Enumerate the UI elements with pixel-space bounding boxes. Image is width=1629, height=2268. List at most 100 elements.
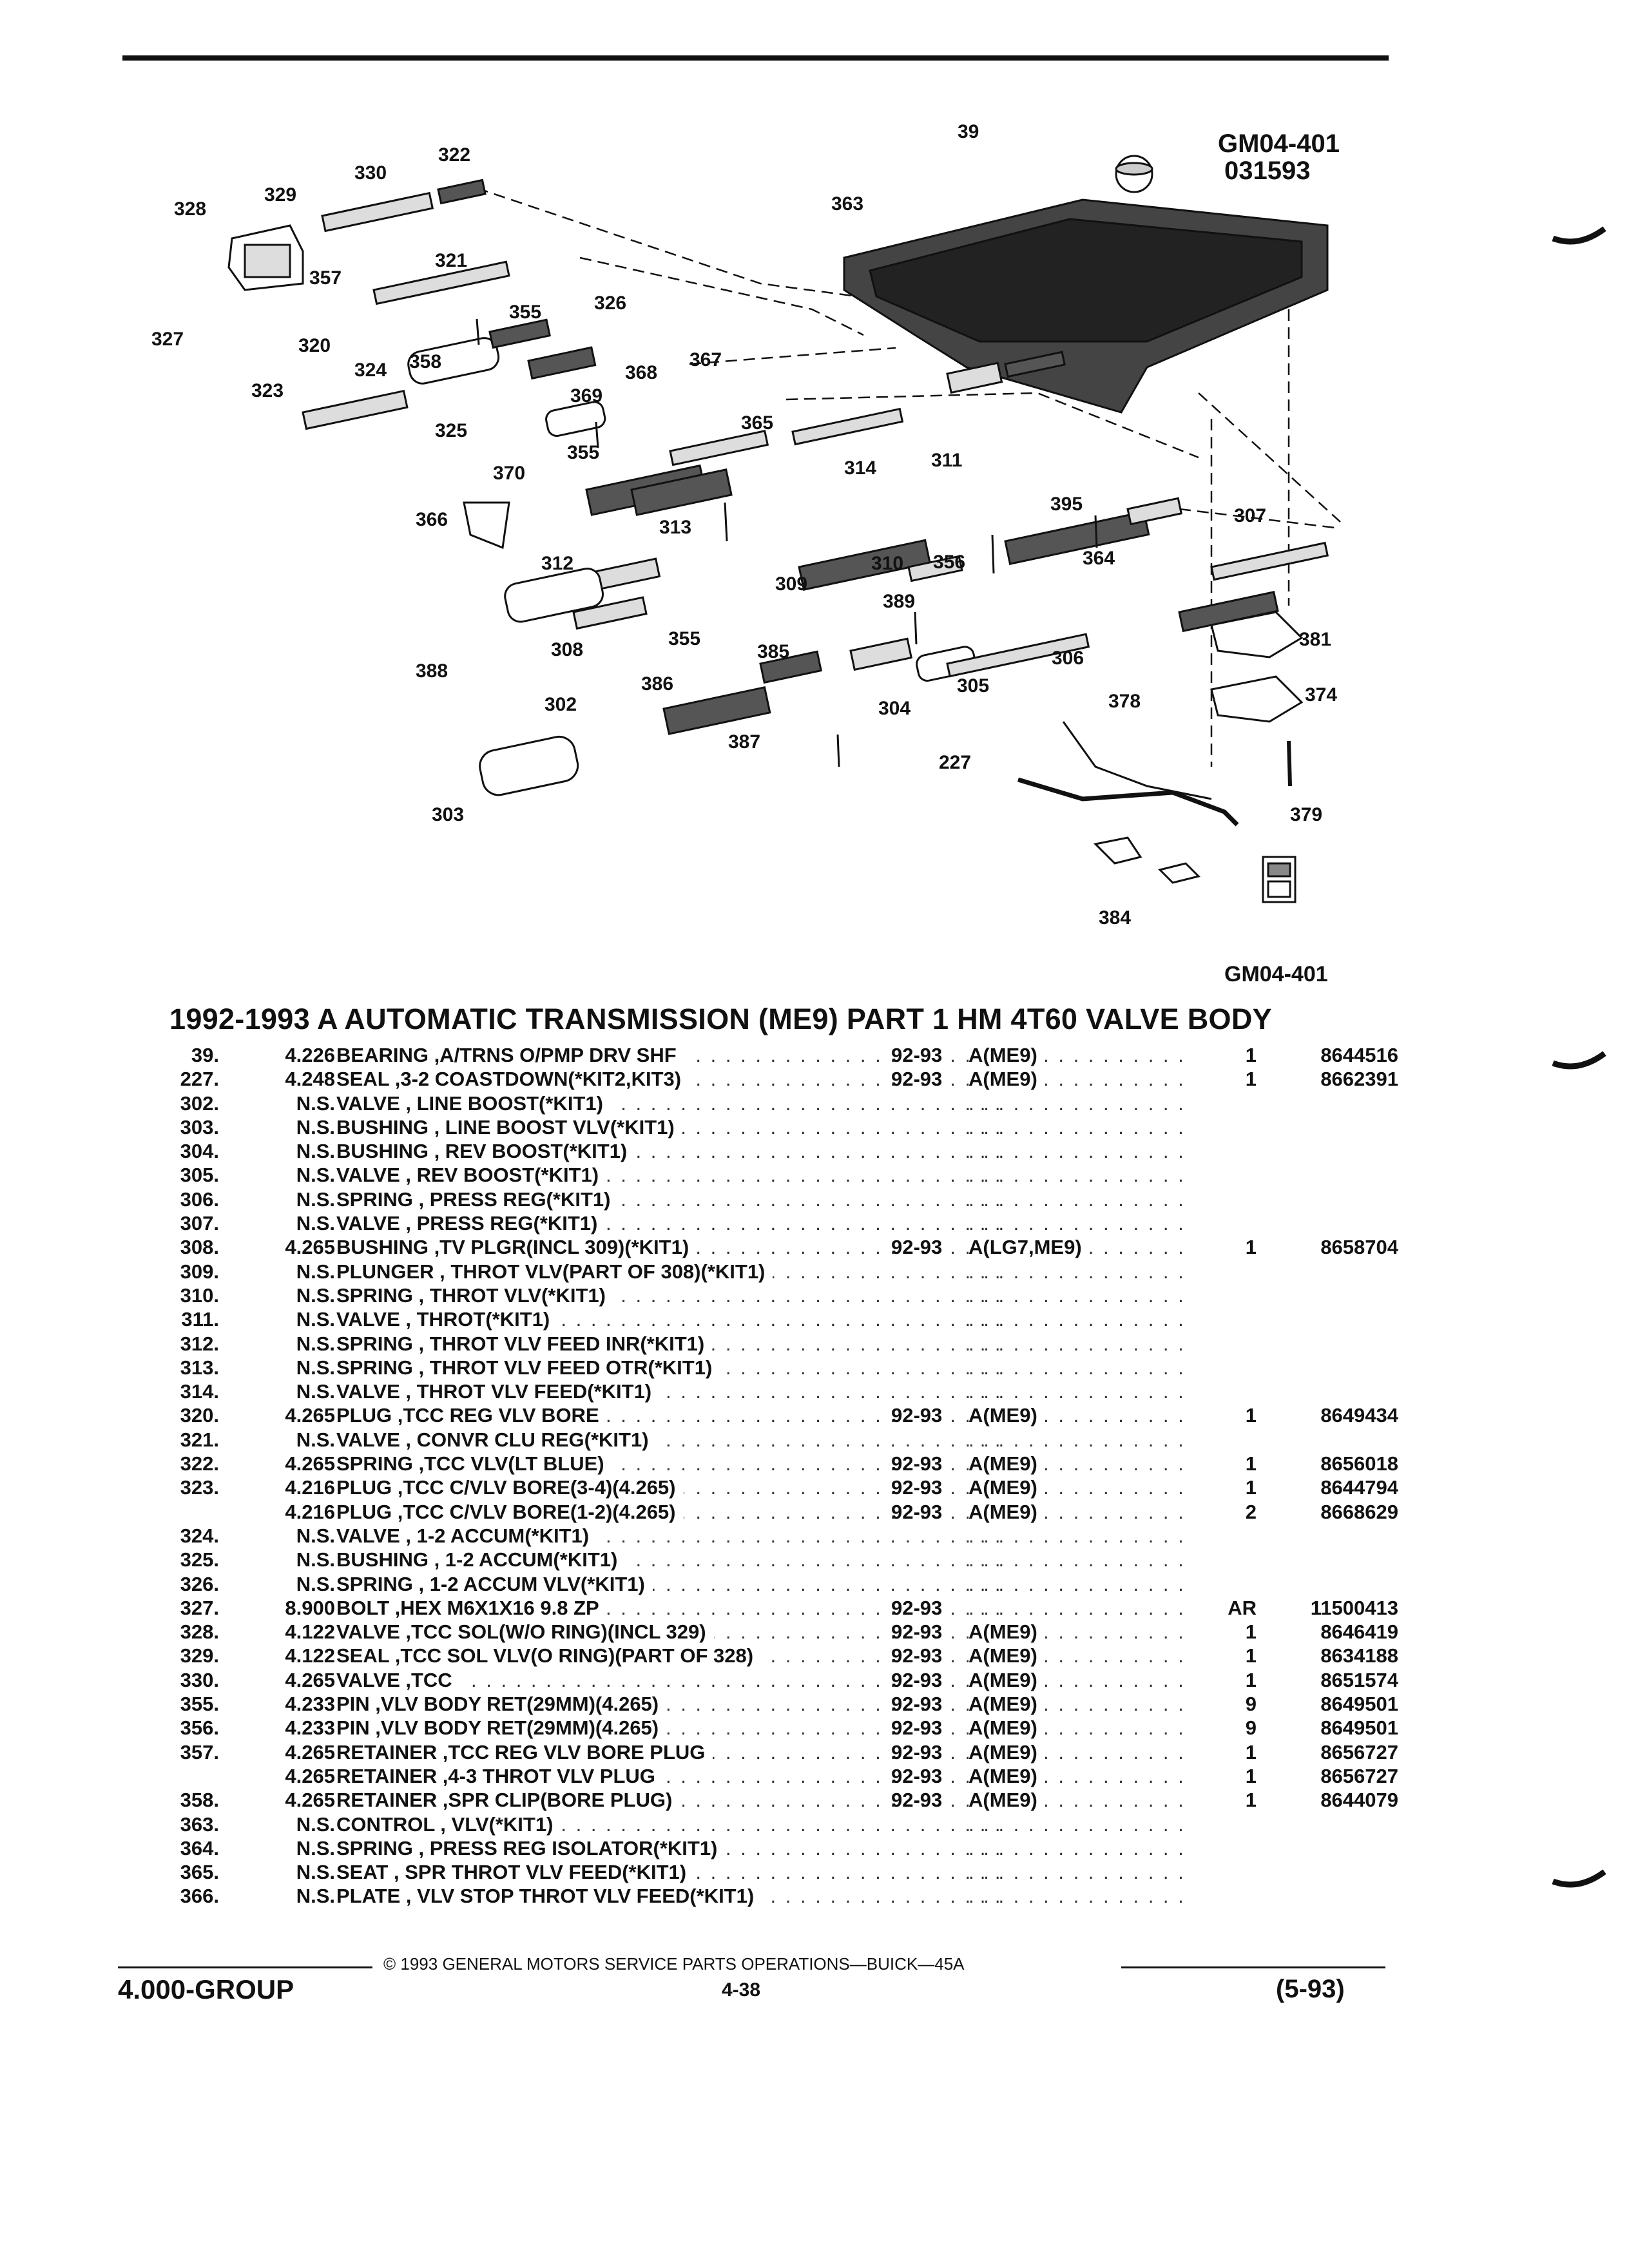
callout-label: 386: [641, 673, 674, 695]
table-row: . . . . . . . . . . . . . . . . . . . . …: [142, 1236, 1398, 1260]
model-leader-dots: . . . . . . . . . . . . . . . . . . . . …: [969, 1091, 1191, 1115]
group-number: N.S.: [296, 1836, 335, 1860]
table-row: . . . . . . . . . . . . . . . . . . . . …: [142, 1187, 1398, 1212]
model-code: A(ME9): [969, 1044, 1045, 1067]
model-leader-dots: . . . . . . . . . . . . . . . . . . . . …: [969, 1140, 1191, 1163]
model-years: 92-93: [891, 1404, 943, 1427]
table-row: . . . . . . . . . . . . . . . . . . . . …: [142, 1115, 1398, 1140]
part-ref-number: 322.: [180, 1452, 219, 1475]
part-ref-number: 305.: [180, 1164, 219, 1187]
part-ref-number: 308.: [180, 1236, 219, 1259]
model-code: A(ME9): [969, 1789, 1045, 1812]
quantity: 1: [1245, 1404, 1257, 1427]
part-description: SPRING , PRESS REG ISOLATOR(*KIT1): [336, 1836, 726, 1860]
quantity: AR: [1228, 1596, 1257, 1619]
table-row: . . . . . . . . . . . . . . . . . . . . …: [142, 1044, 1398, 1068]
part-ref-number: 330.: [180, 1668, 219, 1691]
part-number: 8634188: [1320, 1644, 1398, 1667]
model-leader-dots: . . . . . . . . . . . . . . . . . . . . …: [969, 1572, 1191, 1595]
callout-label: 368: [625, 362, 658, 383]
callout-label: 329: [264, 184, 297, 206]
footer-rule-right: [1121, 1966, 1385, 1968]
model-years: 92-93: [891, 1668, 943, 1691]
part-description: SPRING , THROT VLV FEED OTR(*KIT1): [336, 1356, 720, 1379]
part-description: VALVE ,TCC SOL(W/O RING)(INCL 329): [336, 1620, 714, 1644]
callout-label: 309: [775, 573, 808, 595]
model-years: 92-93: [891, 1596, 943, 1619]
part-number: 8649501: [1320, 1716, 1398, 1740]
model-leader-dots: . . . . . . . . . . . . . . . . . . . . …: [969, 1380, 1191, 1403]
model-years: 92-93: [891, 1644, 943, 1667]
part-ref-number: 306.: [180, 1187, 219, 1211]
part-description: VALVE , THROT VLV FEED(*KIT1): [336, 1380, 660, 1404]
callout-label: 384: [1099, 907, 1132, 928]
group-number: 4.265: [285, 1452, 335, 1475]
part-description: BUSHING , LINE BOOST VLV(*KIT1): [336, 1115, 682, 1139]
model-leader-dots: . . . . . . . . . . . . . . . . . . . . …: [969, 1596, 1191, 1619]
model-years: 92-93: [891, 1044, 943, 1066]
group-number: N.S.: [296, 1260, 335, 1283]
page-number: 4-38: [722, 1979, 761, 2001]
quantity: 1: [1245, 1620, 1257, 1644]
callout-label: 312: [541, 553, 574, 574]
model-leader-dots: . . . . . . . . . . . . . . . . . . . . …: [969, 1812, 1191, 1836]
part-description: VALVE , LINE BOOST(*KIT1): [336, 1091, 611, 1115]
table-row: . . . . . . . . . . . . . . . . . . . . …: [142, 1283, 1398, 1308]
part-number: 8656727: [1320, 1740, 1398, 1763]
part-ref-number: 325.: [180, 1548, 219, 1571]
part-number: 11500413: [1310, 1596, 1398, 1619]
table-row: . . . . . . . . . . . . . . . . . . . . …: [142, 1644, 1398, 1668]
group-number: N.S.: [296, 1548, 335, 1571]
group-number: N.S.: [296, 1428, 335, 1451]
part-description: RETAINER ,4-3 THROT VLV PLUG: [336, 1764, 663, 1788]
part-description: SPRING , 1-2 ACCUM VLV(*KIT1): [336, 1572, 653, 1596]
part-description: SPRING , THROT VLV(*KIT1): [336, 1283, 613, 1307]
group-number: 4.226: [285, 1044, 335, 1066]
part-ref-number: 310.: [180, 1283, 219, 1307]
group-number: 4.233: [285, 1693, 335, 1716]
figure-id-top: GM04-401: [1218, 130, 1340, 158]
callout-label: 370: [493, 463, 526, 484]
table-row: . . . . . . . . . . . . . . . . . . . . …: [142, 1500, 1398, 1524]
part-ref-number: 327.: [180, 1596, 219, 1619]
group-number: N.S.: [296, 1524, 335, 1547]
part-ref-number: 302.: [180, 1091, 219, 1115]
model-code: A(ME9): [969, 1740, 1045, 1764]
part-description: BUSHING , REV BOOST(*KIT1): [336, 1140, 635, 1164]
part-number: 8668629: [1320, 1500, 1398, 1523]
part-ref-number: 311.: [181, 1308, 219, 1331]
table-row: . . . . . . . . . . . . . . . . . . . . …: [142, 1693, 1398, 1716]
part-description: SPRING , PRESS REG(*KIT1): [336, 1187, 619, 1211]
model-years: 92-93: [891, 1764, 943, 1787]
group-number: N.S.: [296, 1164, 335, 1187]
part-number: 8662391: [1320, 1068, 1398, 1091]
model-code: A(ME9): [969, 1764, 1045, 1788]
punch-mark-icon: [1552, 1051, 1606, 1070]
part-ref-number: 321.: [180, 1428, 219, 1451]
callout-label: 304: [878, 698, 911, 719]
group-number: N.S.: [296, 1885, 335, 1908]
model-years: 92-93: [891, 1789, 943, 1812]
group-number: N.S.: [296, 1115, 335, 1139]
group-number: N.S.: [296, 1356, 335, 1379]
table-row: . . . . . . . . . . . . . . . . . . . . …: [142, 1548, 1398, 1572]
model-leader-dots: . . . . . . . . . . . . . . . . . . . . …: [969, 1260, 1191, 1283]
part-ref-number: 366.: [180, 1885, 219, 1908]
part-ref-number: 313.: [180, 1356, 219, 1379]
callout-label: 325: [435, 420, 468, 441]
table-row: . . . . . . . . . . . . . . . . . . . . …: [142, 1404, 1398, 1428]
part-ref-number: 329.: [180, 1644, 219, 1667]
punch-mark-icon: [1552, 1869, 1606, 1888]
table-row: . . . . . . . . . . . . . . . . . . . . …: [142, 1764, 1398, 1789]
group-number: N.S.: [296, 1861, 335, 1884]
part-description: PLUNGER , THROT VLV(PART OF 308)(*KIT1): [336, 1260, 773, 1283]
table-row: . . . . . . . . . . . . . . . . . . . . …: [142, 1091, 1398, 1116]
part-description: RETAINER ,SPR CLIP(BORE PLUG): [336, 1789, 680, 1812]
model-leader-dots: . . . . . . . . . . . . . . . . . . . . …: [969, 1164, 1191, 1187]
model-code: A(ME9): [969, 1620, 1045, 1644]
part-ref-number: 39.: [191, 1044, 219, 1066]
table-row: . . . . . . . . . . . . . . . . . . . . …: [142, 1836, 1398, 1861]
part-description: VALVE , CONVR CLU REG(*KIT1): [336, 1428, 657, 1452]
part-ref-number: 312.: [180, 1332, 219, 1355]
group-number: N.S.: [296, 1308, 335, 1331]
